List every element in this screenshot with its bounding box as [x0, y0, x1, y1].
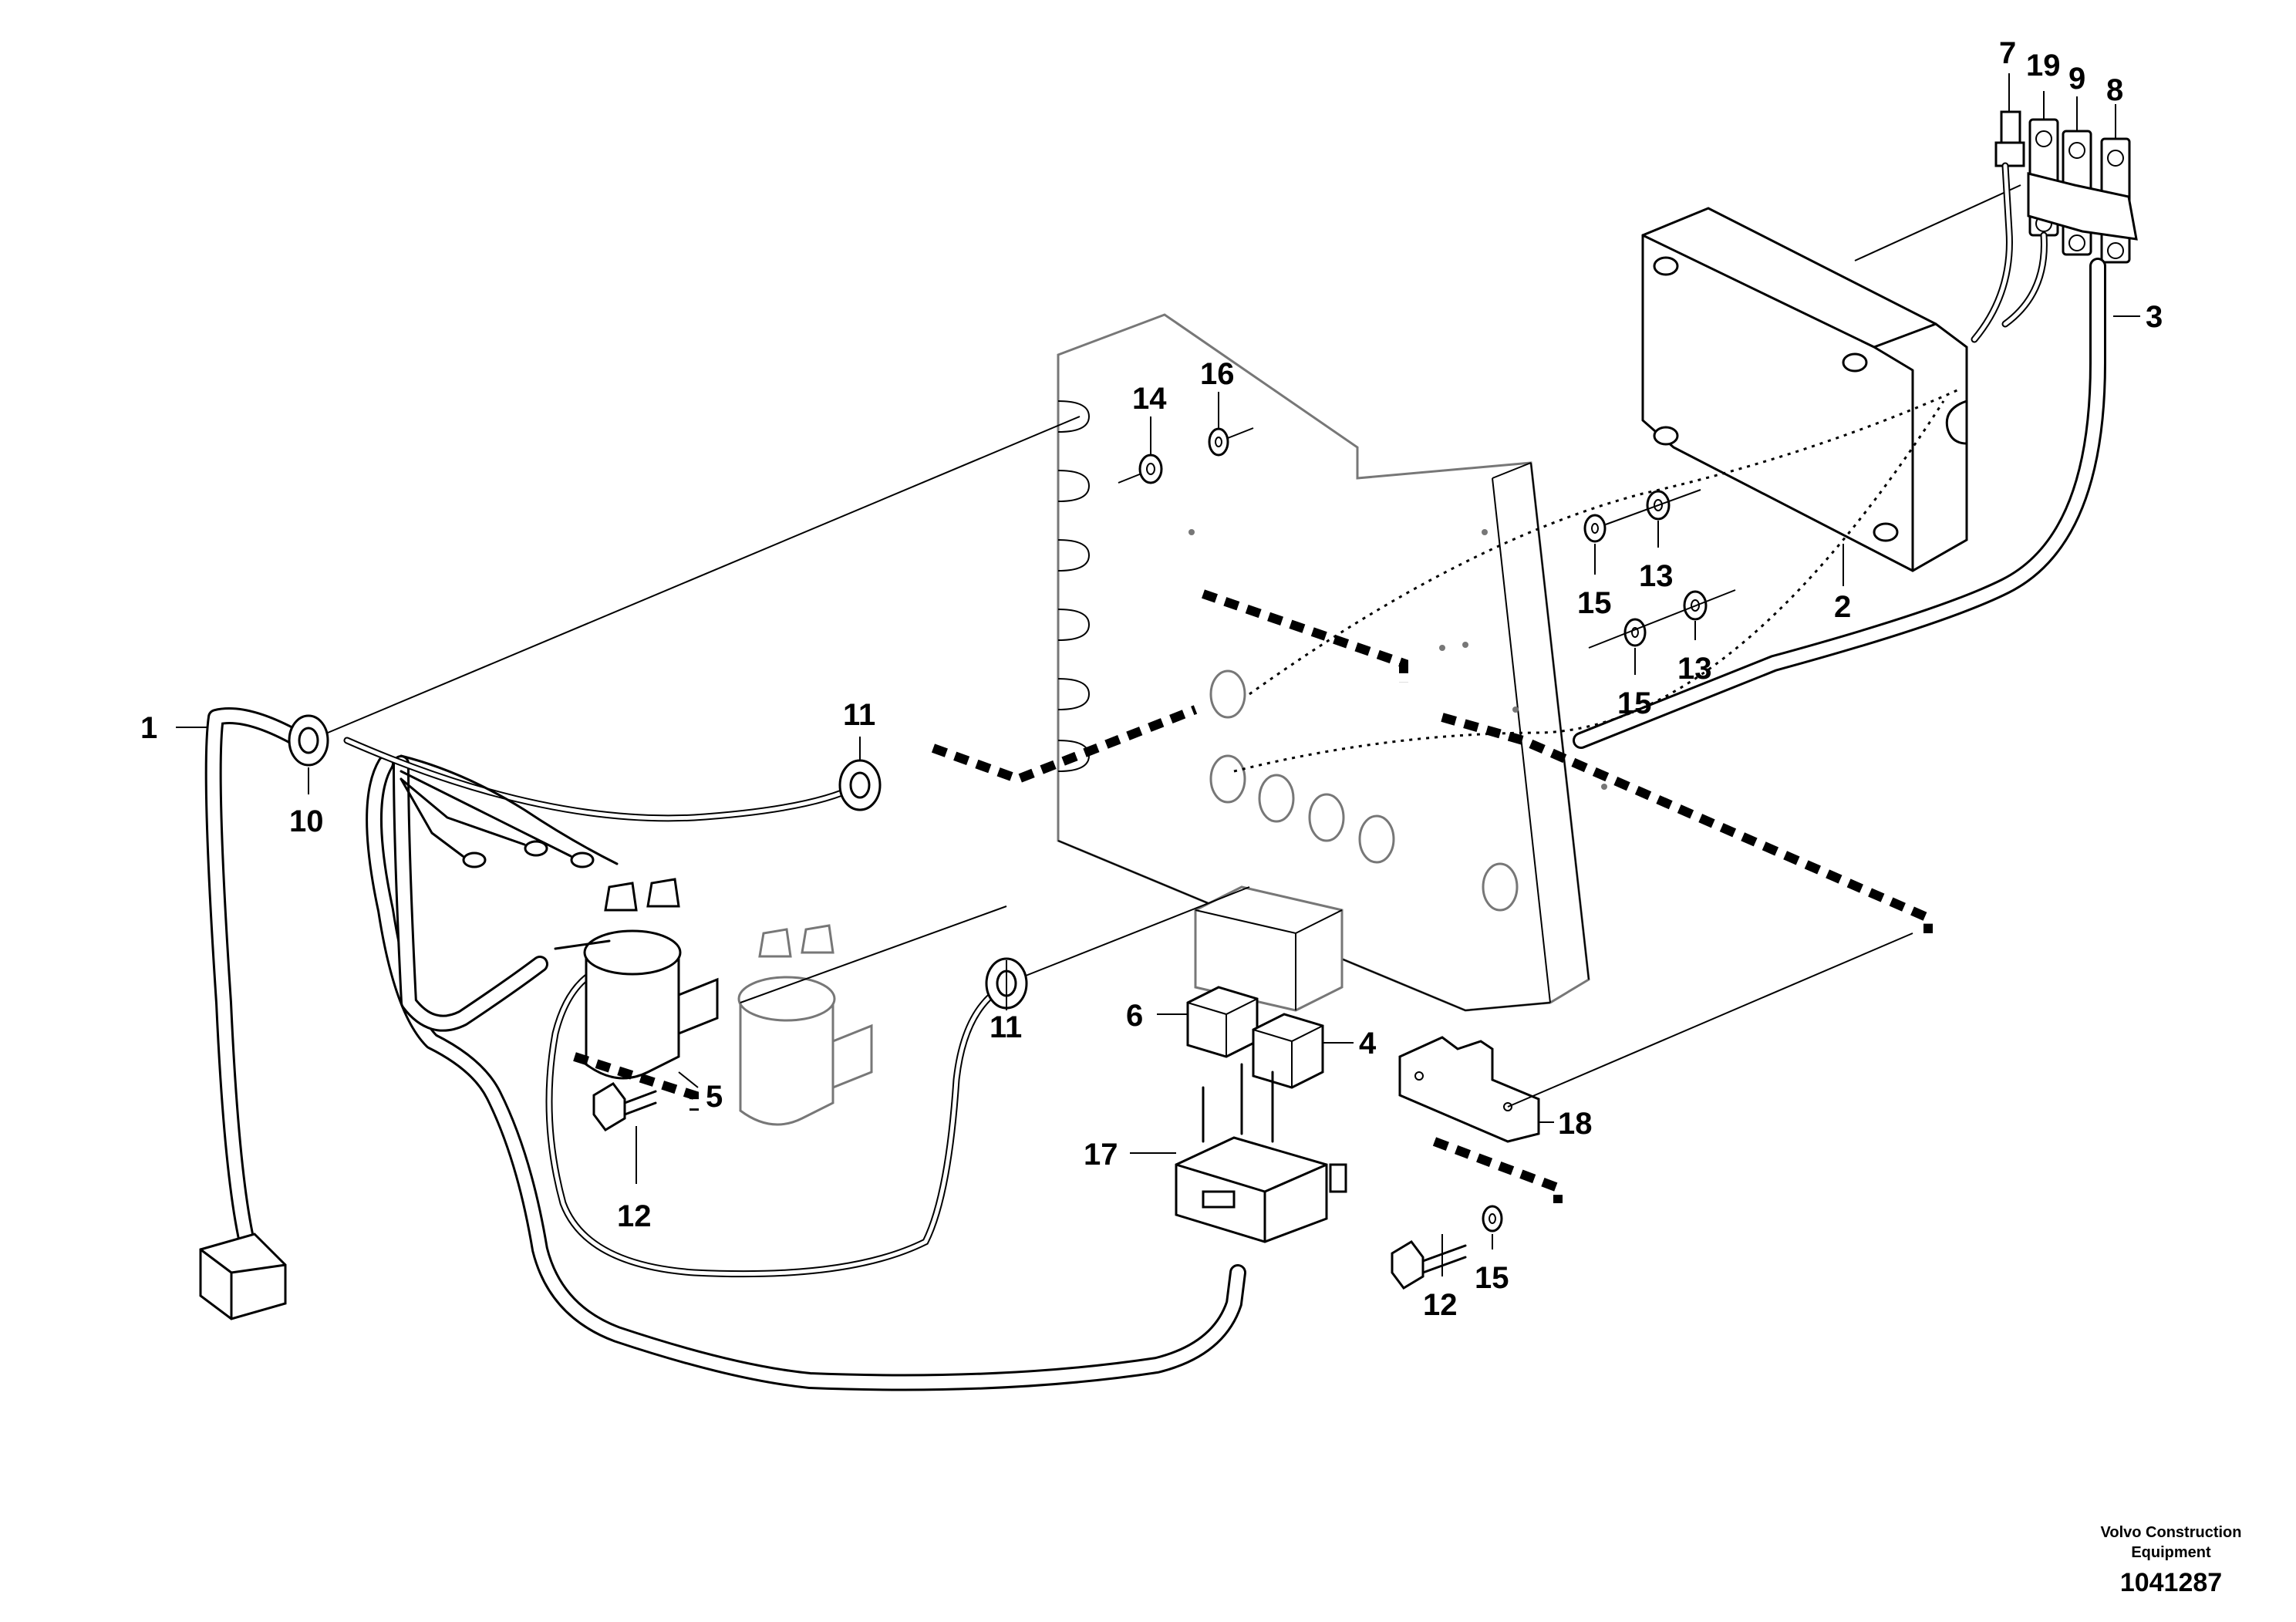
callout-15-bottom: 15: [1475, 1261, 1509, 1295]
callout-3: 3: [2146, 300, 2163, 334]
grommet-10: [288, 416, 1081, 767]
wire-harness: [199, 258, 2106, 1391]
relay-6: [1186, 986, 1259, 1058]
callout-4: 4: [1359, 1027, 1377, 1061]
washer-15-bottom: [1482, 1205, 1503, 1233]
callout-5: 5: [706, 1080, 723, 1114]
grommet-11-upper: [838, 759, 882, 811]
leader-lines: [176, 73, 2140, 1276]
screw-12-left: [592, 1082, 657, 1131]
washer-15-middle: [1623, 618, 1647, 647]
callout-2: 2: [1834, 590, 1851, 624]
nut-13-upper: [1605, 489, 1701, 525]
credit-line-1: Volvo Construction: [2101, 1524, 2242, 1541]
callout-8: 8: [2106, 73, 2123, 107]
credit-line-2: Equipment: [2131, 1544, 2211, 1561]
callout-19: 19: [2026, 49, 2061, 83]
relay-4: [1252, 1013, 1324, 1089]
callout-9: 9: [2068, 62, 2085, 96]
washer-16: [1208, 427, 1254, 457]
solenoid-5: [554, 878, 719, 1080]
callout-7: 7: [1999, 36, 2016, 70]
relay-base-17: [1175, 1063, 1347, 1243]
washer-15-upper: [1583, 514, 1607, 543]
callouts: 1 2 3 4 5 6 7 19 9 8 10 11 11 12 12 13 1…: [140, 36, 2163, 1322]
callout-16: 16: [1200, 357, 1235, 391]
callout-11-lower: 11: [990, 1010, 1022, 1044]
callout-15-upper: 15: [1577, 586, 1612, 620]
callout-17: 17: [1084, 1138, 1118, 1172]
callout-12-right: 12: [1423, 1288, 1458, 1322]
document-number: 1041287: [2120, 1568, 2222, 1597]
callout-12-left: 12: [617, 1199, 652, 1233]
footer: Volvo Construction Equipment 1041287: [2101, 1524, 2242, 1597]
callout-6: 6: [1126, 999, 1143, 1033]
nut-14: [1118, 454, 1163, 484]
callout-1: 1: [140, 711, 157, 745]
callout-11-upper: 11: [843, 698, 875, 732]
bracket-18: [1398, 932, 1913, 1143]
callout-18: 18: [1558, 1107, 1593, 1141]
screw-12-right: [1391, 1240, 1467, 1290]
assembly-lines: [573, 388, 1960, 1203]
callout-10: 10: [289, 804, 324, 838]
control-unit: [1641, 184, 2021, 572]
callout-15-middle: 15: [1617, 686, 1652, 720]
mounting-plate: [1057, 313, 1607, 1012]
solenoid-reference: [737, 905, 1007, 1126]
callout-14: 14: [1132, 382, 1167, 416]
nut-13-lower: [1588, 589, 1736, 649]
callout-13-lower: 13: [1677, 652, 1712, 686]
fuse-block: [1971, 110, 2138, 343]
callout-13-upper: 13: [1639, 559, 1674, 593]
